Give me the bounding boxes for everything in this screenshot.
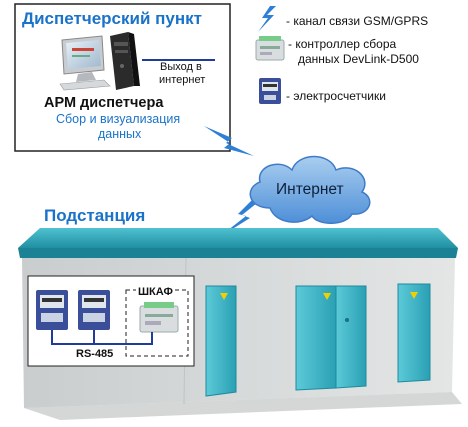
inset-meter-2	[78, 290, 110, 330]
internet-exit-label-line2: интернет	[159, 74, 206, 86]
substation-title: Подстанция	[44, 206, 146, 225]
monitor-icon	[59, 35, 111, 91]
lightning-icon	[258, 6, 276, 32]
cloud-label: Интернет	[276, 181, 344, 198]
arm-subtitle-line1: Сбор и визуализация	[56, 112, 181, 126]
cabinet-label: ШКАФ	[136, 286, 175, 298]
pc-tower-icon	[110, 32, 140, 90]
arm-title: АРМ диспетчера	[44, 95, 164, 111]
legend-meter-text: - электросчетчики	[286, 89, 386, 103]
internet-exit-label-line1: Выход в	[160, 61, 202, 73]
legend-controller-text-line1: - контроллер сбора	[288, 37, 397, 51]
rs485-bus	[51, 330, 153, 345]
arm-subtitle-line2: данных	[98, 127, 142, 141]
substation-door-2	[295, 285, 367, 391]
cabinet-controller-icon	[139, 302, 179, 333]
substation-door-3	[397, 283, 431, 383]
controller-icon	[255, 36, 285, 61]
meter-icon	[259, 78, 281, 104]
rs485-label: RS-485	[76, 348, 114, 360]
internet-cloud-icon	[249, 155, 371, 224]
link-bolt-bottom	[218, 196, 262, 238]
dispatch-title: Диспетчерский пункт	[22, 9, 202, 28]
legend-controller-text-line2: данных DevLink-D500	[298, 52, 419, 66]
substation-door-1	[205, 285, 237, 397]
inset-meter-1	[36, 290, 68, 330]
legend-gsm-text: - канал связи GSM/GPRS	[286, 14, 429, 28]
link-bolt-top	[204, 126, 254, 156]
